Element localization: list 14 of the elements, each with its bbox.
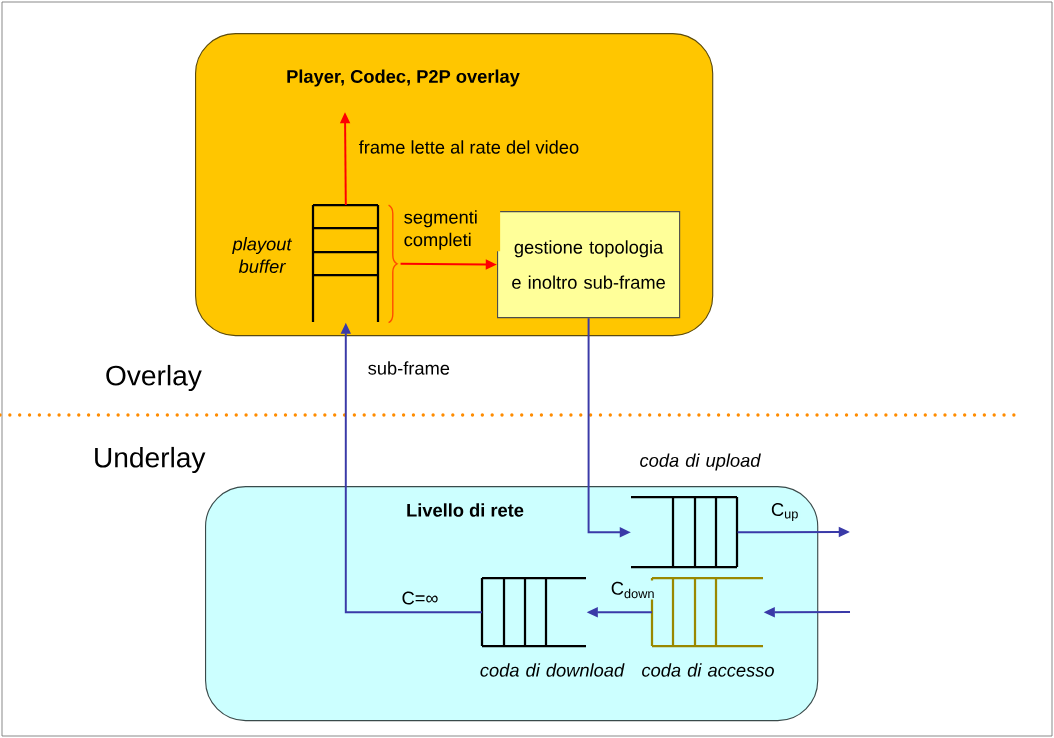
edge-label: segmenti completi bbox=[402, 208, 501, 252]
process-box: gestione topologia e inoltro sub-frame bbox=[497, 211, 681, 319]
edge-label: C$_{down}$ bbox=[609, 580, 657, 600]
layer-label: Overlay bbox=[106, 364, 202, 392]
queue-drawing bbox=[311, 203, 380, 322]
queue-drawing bbox=[631, 495, 739, 569]
layer-label: Underlay bbox=[95, 446, 206, 474]
queue-caption: coda di accesso bbox=[642, 663, 774, 677]
queue-caption: coda di upload bbox=[640, 453, 761, 471]
capacity-label: C=∞ bbox=[402, 591, 438, 605]
edge-label: sub-frame bbox=[366, 359, 452, 377]
queue-caption: coda di download bbox=[480, 663, 625, 677]
queue-drawing bbox=[480, 576, 586, 648]
queue-caption: playout buffer bbox=[232, 237, 293, 273]
